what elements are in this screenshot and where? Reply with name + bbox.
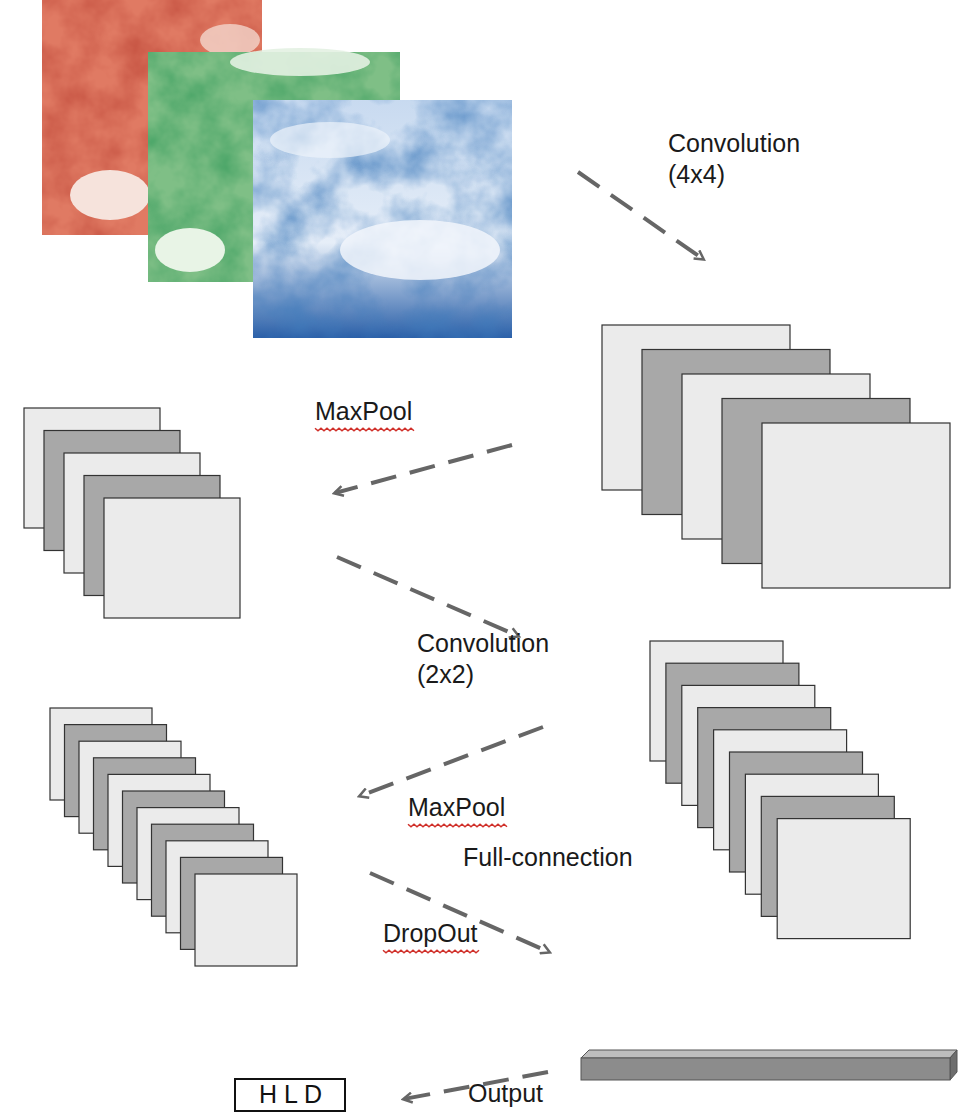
layer-label: Convolution (2x2) (417, 628, 577, 691)
feature-map (195, 874, 297, 966)
feature-maps (24, 325, 950, 966)
layer-label: Convolution (4x4) (668, 128, 828, 191)
dense-layer-bar (581, 1050, 957, 1080)
layer-label: MaxPool (408, 792, 505, 823)
feature-map (104, 498, 240, 618)
class-label: H L D (259, 1081, 322, 1109)
flow-arrows (335, 172, 703, 1099)
output-box: H L D (234, 1078, 346, 1112)
feature-map (762, 423, 950, 588)
layer-label: MaxPool (315, 396, 412, 427)
blue-channel-image (253, 100, 512, 338)
layer-label: DropOut (383, 918, 477, 949)
layer-label: Full-connection (463, 842, 633, 873)
layer-label: Output (468, 1078, 543, 1109)
feature-map (777, 819, 910, 939)
spellcheck-underline (315, 428, 507, 953)
